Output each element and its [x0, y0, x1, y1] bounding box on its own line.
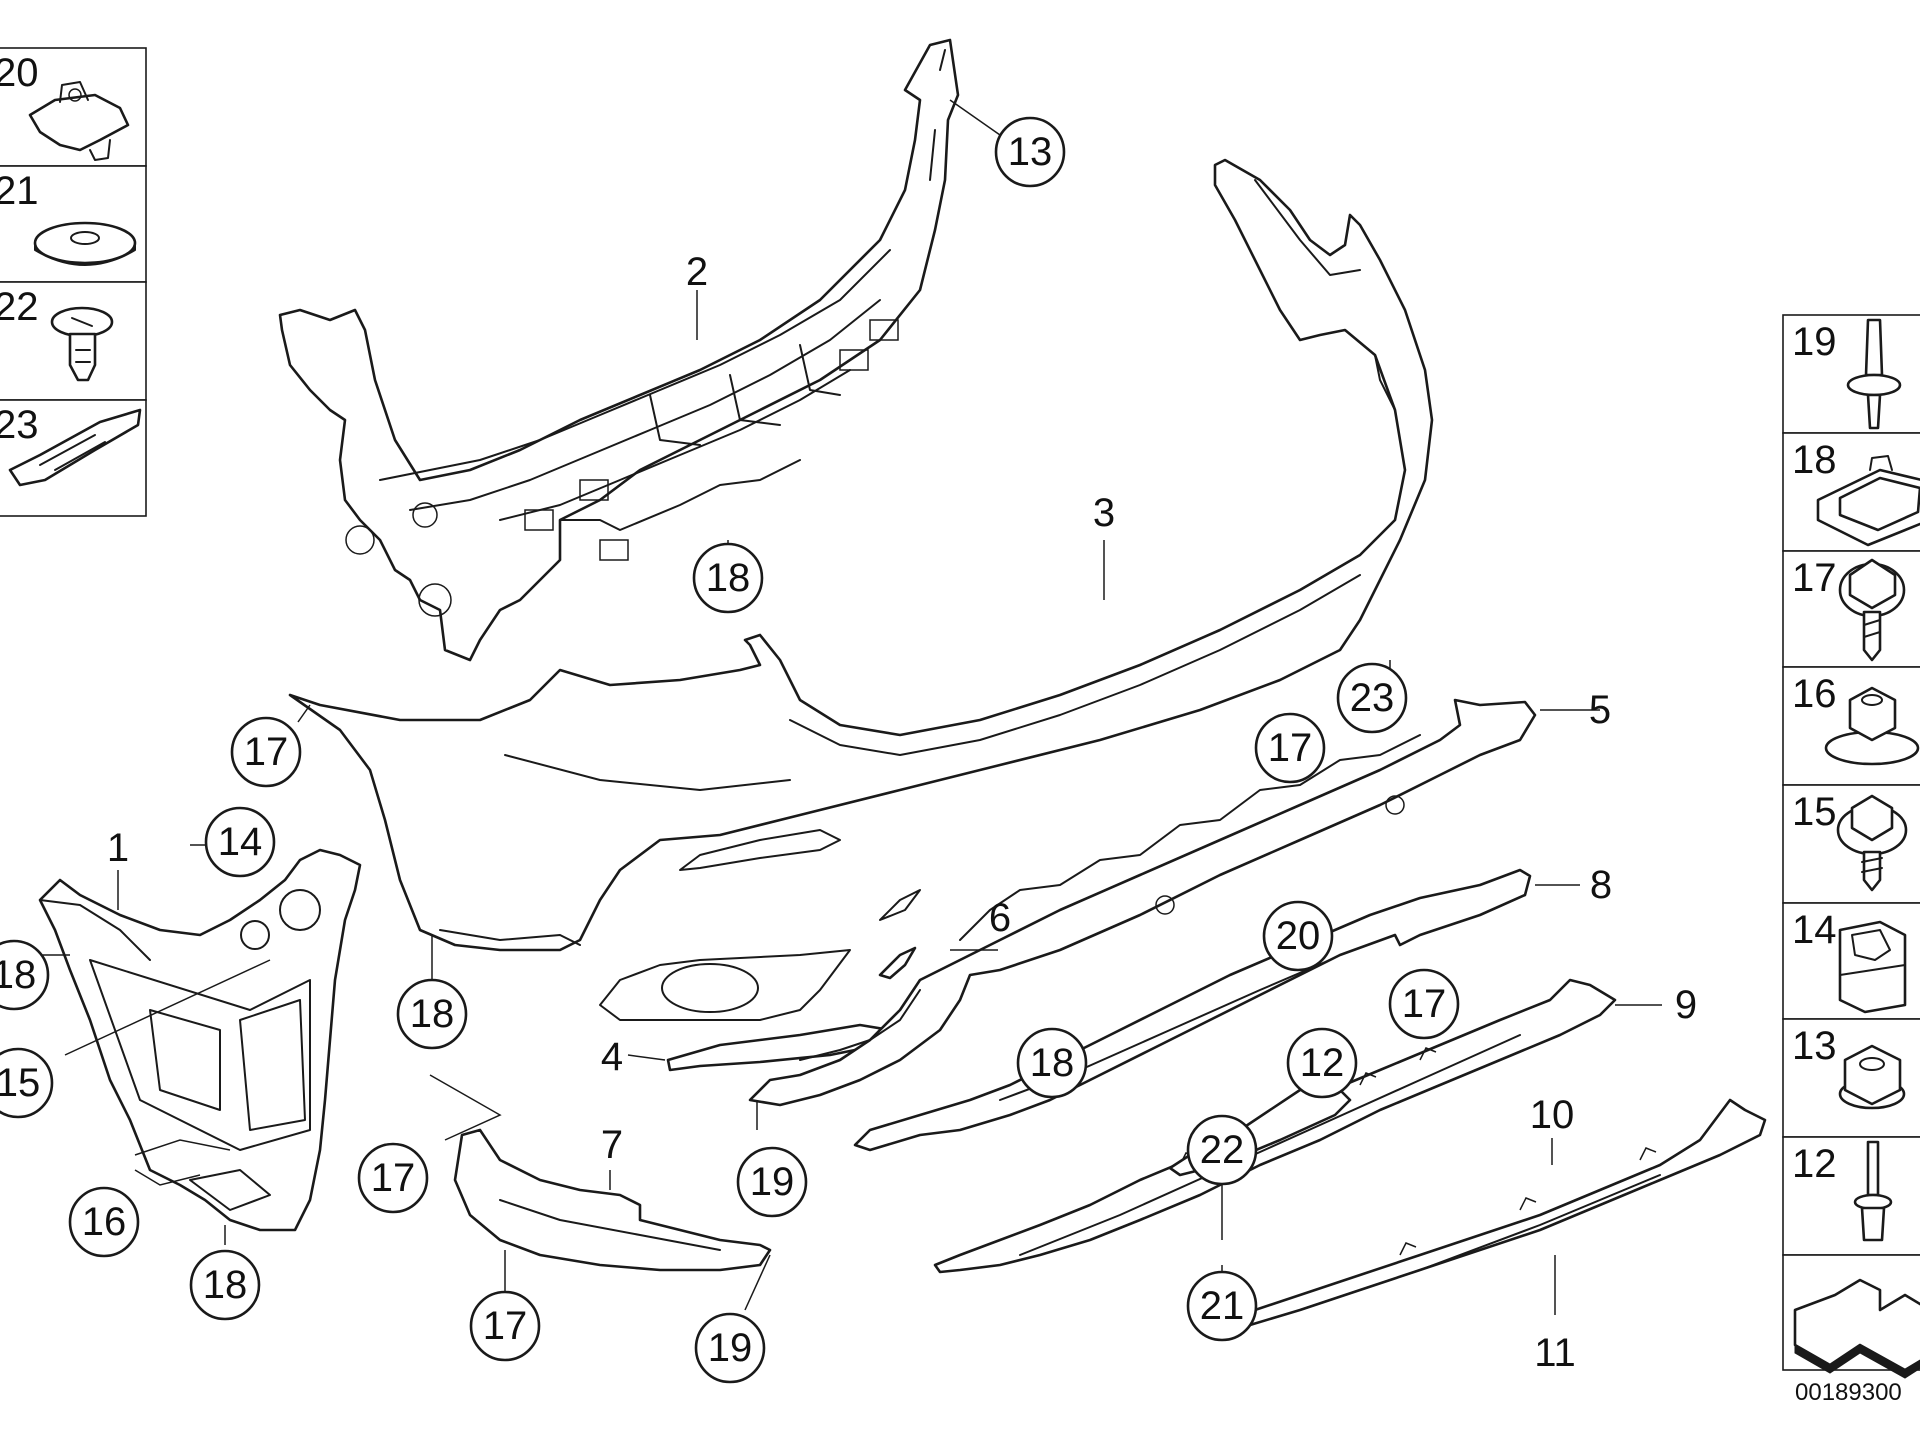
callout-23-a: 23	[1336, 662, 1408, 734]
label-11: 11	[1534, 1331, 1576, 1375]
flange-screw-icon	[1836, 794, 1908, 892]
svg-text:17: 17	[483, 1304, 528, 1348]
svg-text:23: 23	[1350, 676, 1395, 720]
svg-text:15: 15	[0, 1061, 40, 1105]
label-1: 1	[107, 826, 129, 870]
lower-guide-part[interactable]	[748, 698, 1537, 1107]
svg-text:17: 17	[1402, 982, 1447, 1026]
callout-16-a: 16	[68, 1186, 140, 1258]
svg-text:16: 16	[82, 1200, 127, 1244]
svg-text:17: 17	[371, 1156, 416, 1200]
callout-12-a: 12	[1286, 1027, 1358, 1099]
label-5: 5	[1589, 688, 1611, 732]
legend-num-22: 22	[0, 285, 39, 329]
svg-text:18: 18	[410, 992, 455, 1036]
svg-text:19: 19	[708, 1326, 753, 1370]
push-rivet-icon	[1846, 318, 1902, 430]
callout-17-d: 17	[357, 1142, 429, 1214]
spring-nut-icon	[28, 81, 130, 161]
callout-18-a: 18	[692, 542, 764, 614]
callout-15-a: 15	[0, 1047, 54, 1119]
washer-icon	[33, 221, 137, 266]
svg-text:18: 18	[1030, 1041, 1075, 1085]
legend-num-19: 19	[1792, 320, 1837, 364]
label-6: 6	[989, 896, 1011, 940]
callout-18-e: 18	[189, 1249, 261, 1321]
label-9: 9	[1675, 983, 1697, 1027]
svg-text:14: 14	[218, 820, 263, 864]
corner-bracket-part[interactable]	[38, 848, 362, 1232]
label-3: 3	[1093, 491, 1115, 535]
svg-text:20: 20	[1276, 914, 1321, 958]
svg-text:17: 17	[1268, 726, 1313, 770]
hex-screw-icon	[1838, 558, 1906, 662]
callout-17-a: 17	[230, 716, 302, 788]
svg-text:18: 18	[203, 1263, 248, 1307]
callout-17-b: 17	[1254, 712, 1326, 784]
plate-nut-icon	[1816, 455, 1920, 547]
callout-20-a: 20	[1262, 900, 1334, 972]
blind-rivet-icon	[1853, 1140, 1893, 1242]
legend-right: 19 18 17 16 15 14 13 12	[1782, 314, 1920, 1379]
diagram-code: 00189300	[1795, 1379, 1902, 1406]
legend-num-15: 15	[1792, 790, 1837, 834]
svg-text:18: 18	[706, 556, 751, 600]
label-10: 10	[1530, 1093, 1575, 1137]
svg-text:21: 21	[1200, 1284, 1245, 1328]
legend-left: 20 21 22 23	[0, 47, 147, 517]
callout-21-a: 21	[1186, 1270, 1258, 1342]
svg-text:22: 22	[1200, 1128, 1245, 1172]
callout-22-a: 22	[1186, 1114, 1258, 1186]
callout-18-c: 18	[396, 978, 468, 1050]
direction-arrow-icon	[1793, 1278, 1920, 1379]
bumper-carrier-part[interactable]	[278, 38, 960, 662]
callout-19-b: 19	[694, 1312, 766, 1384]
callout-19-a: 19	[736, 1146, 808, 1218]
legend-num-21: 21	[0, 169, 39, 213]
flange-nut-icon	[1824, 686, 1920, 766]
label-7: 7	[601, 1123, 623, 1167]
callout-13-a: 13	[994, 116, 1066, 188]
legend-num-17: 17	[1792, 556, 1837, 600]
svg-text:12: 12	[1300, 1041, 1345, 1085]
callout-14-a: 14	[204, 806, 276, 878]
callout-18-b: 18	[0, 939, 50, 1011]
clip-nut-icon	[1838, 920, 1907, 1014]
legend-num-18: 18	[1792, 438, 1837, 482]
legend-num-13: 13	[1792, 1024, 1837, 1068]
bumper-cover-part[interactable]	[288, 158, 1434, 1021]
svg-text:18: 18	[0, 953, 36, 997]
legend-num-16: 16	[1792, 672, 1837, 716]
hex-nut-icon	[1838, 1044, 1906, 1110]
legend-num-20: 20	[0, 51, 39, 95]
clip-6-part[interactable]	[878, 946, 917, 980]
callout-18-d: 18	[1016, 1027, 1088, 1099]
expanding-rivet-icon	[50, 306, 114, 382]
corner-trim-7-part[interactable]	[453, 1128, 772, 1272]
callout-17-e: 17	[469, 1290, 541, 1362]
legend-num-12: 12	[1792, 1142, 1837, 1186]
rail-clip-icon	[8, 408, 142, 487]
svg-text:17: 17	[244, 730, 289, 774]
svg-text:19: 19	[750, 1160, 795, 1204]
svg-text:13: 13	[1008, 130, 1053, 174]
legend-num-14: 14	[1792, 908, 1837, 952]
callout-17-c: 17	[1388, 968, 1460, 1040]
label-2: 2	[686, 250, 708, 294]
legend-num-23: 23	[0, 403, 39, 447]
label-8: 8	[1590, 863, 1612, 907]
label-4: 4	[601, 1035, 623, 1079]
